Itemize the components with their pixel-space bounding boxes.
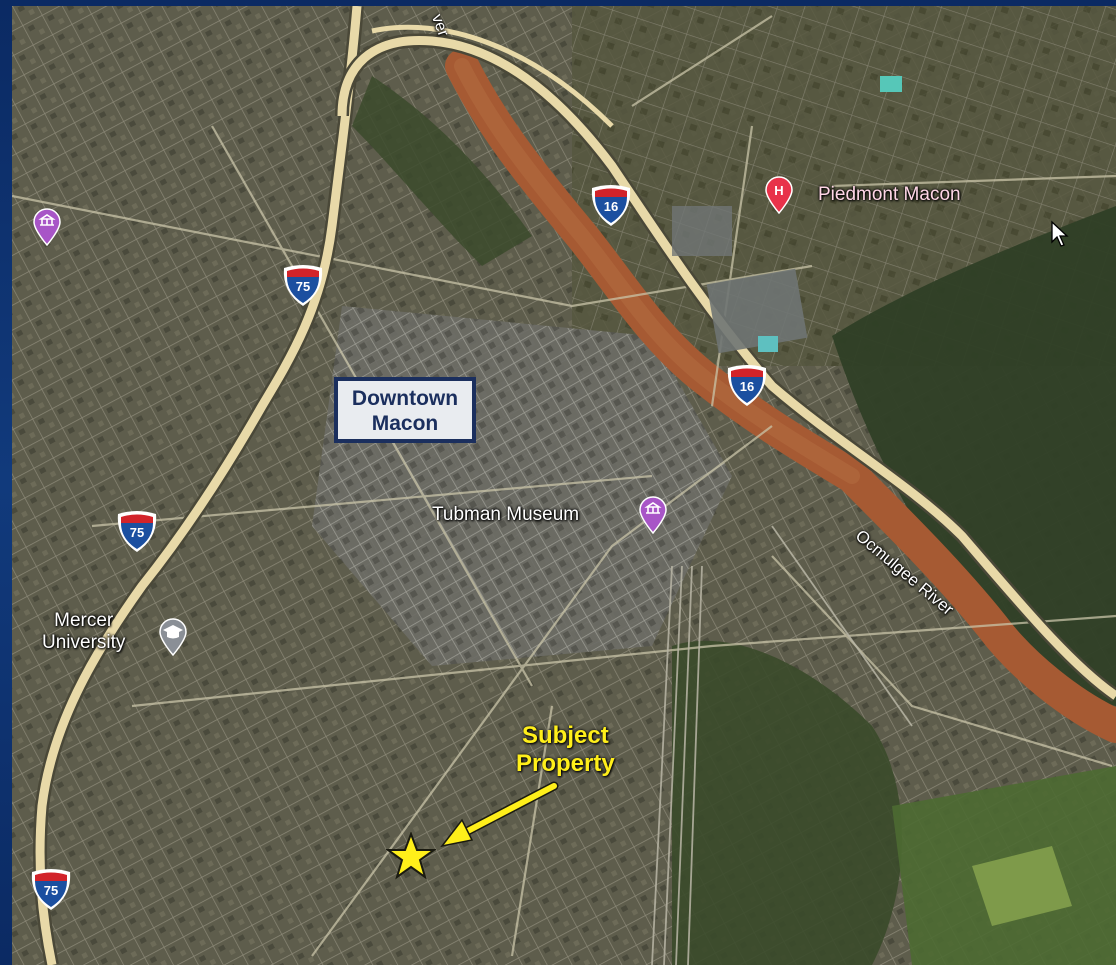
shield-number: 75 <box>295 279 311 294</box>
shield-icon <box>31 869 71 910</box>
shield-number: 16 <box>603 199 619 214</box>
interstate-75-shield: 75 <box>114 508 160 554</box>
callout-line-2: Macon <box>371 412 439 435</box>
interstate-16-shield: 16 <box>588 182 634 228</box>
tubman-museum-label: Tubman Museum <box>432 504 580 525</box>
museum-icon[interactable] <box>32 208 62 247</box>
subject-line-1: Subject <box>522 722 609 749</box>
interstate-75-shield: 75 <box>28 866 74 912</box>
shield-number: 75 <box>43 883 59 898</box>
museum-icon[interactable] <box>638 496 668 535</box>
hospital-icon[interactable]: H <box>764 176 794 215</box>
subject-arrow <box>440 781 559 848</box>
map-imagery <box>12 6 1116 965</box>
mercer-university-label: Mercer University <box>42 610 125 654</box>
shield-number: 16 <box>739 379 755 394</box>
shield-icon <box>117 511 157 552</box>
subject-property-label: Subject Property <box>516 722 615 778</box>
callout-line-1: Downtown <box>351 387 459 410</box>
interstate-75-shield: 75 <box>280 262 326 308</box>
graduation-cap-icon[interactable] <box>158 618 188 657</box>
star-icon <box>386 832 436 880</box>
shield-icon <box>283 265 323 306</box>
shield-number: 75 <box>129 525 145 540</box>
subject-line-2: Property <box>516 750 615 777</box>
mercer-line-1: Mercer <box>54 610 114 631</box>
shield-icon <box>591 185 631 226</box>
mouse-pointer-icon <box>1051 220 1069 247</box>
interstate-16-shield: 16 <box>724 362 770 408</box>
satellite-map[interactable]: 75 75 75 16 <box>12 6 1116 965</box>
mercer-line-2: University <box>42 632 126 653</box>
downtown-macon-callout: Downtown Macon <box>334 377 476 443</box>
shield-icon <box>727 365 767 406</box>
piedmont-macon-label: Piedmont Macon <box>818 184 961 205</box>
svg-text:H: H <box>774 183 783 198</box>
